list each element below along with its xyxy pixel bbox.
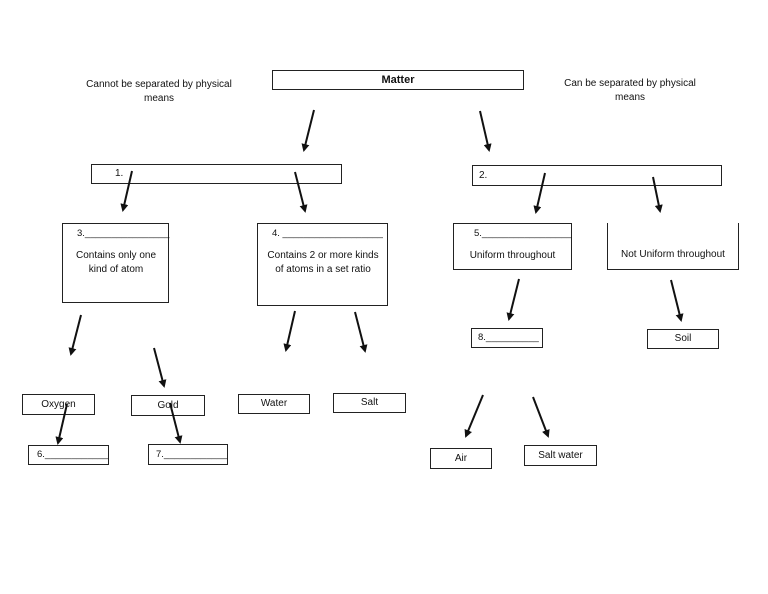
air-box: Air [430,448,492,469]
salt-water-label: Salt water [538,450,583,461]
node-5-label: 5._________________ [474,228,572,239]
node-5-desc: Uniform throughout [469,250,556,261]
arrow-matter-to-2 [479,110,492,152]
node-4-label: 4. ___________________ [272,228,383,239]
node-3-desc: Contains only one kind of atom [75,250,157,275]
blank-box-8: 8.__________ [471,328,543,348]
blank-label-6: 6.____________ [37,449,109,460]
water-box: Water [238,394,310,414]
gold-box: Gold [131,395,205,416]
salt-label: Salt [360,397,379,408]
arrow-8-to-air [464,394,484,438]
matter-title: Matter [381,74,415,86]
salt-box: Salt [333,393,406,413]
blank-label-1: 1. [115,168,124,179]
oxygen-box: Oxygen [22,394,95,415]
note-cannot-separate: Cannot be separated by physical means [86,79,232,104]
blank-label-8: 8.__________ [478,332,539,343]
arrow-8-to-saltwater [532,396,550,438]
arrow-4-to-salt [354,311,368,353]
arrow-3-to-gold [153,347,167,388]
air-label: Air [454,453,468,464]
blank-box-2: 2. [472,165,722,186]
arrow-5-to-8 [506,278,520,321]
soil-label: Soil [674,333,692,344]
arrow-4-to-water [283,310,296,352]
water-label: Water [260,398,288,409]
oxygen-label: Oxygen [41,399,76,410]
not-uniform-box: Not Uniform throughout [607,223,739,270]
node-4-desc: Contains 2 or more kinds of atoms in a s… [267,250,379,275]
salt-water-box: Salt water [524,445,597,466]
arrow-matter-to-1 [301,109,315,152]
blank-box-6: 6.____________ [28,445,109,465]
note-can-separate: Can be separated by physical means [564,78,696,103]
matter-box: Matter [272,70,524,90]
node-4-box: 4. ___________________ Contains 2 or mor… [257,223,388,306]
blank-label-7: 7.____________ [156,449,228,460]
blank-box-1: 1. [91,164,342,184]
arrow-notuniform-to-soil [670,279,684,322]
node-5-box: 5._________________ Uniform throughout [453,223,572,270]
blank-label-2: 2. [479,170,488,181]
arrow-3-to-oxygen [68,314,82,356]
node-3-box: 3.________________ Contains only one kin… [62,223,169,303]
node-3-label: 3.________________ [77,228,170,239]
gold-label: Gold [157,400,179,411]
not-uniform-label: Not Uniform throughout [621,249,725,260]
soil-box: Soil [647,329,719,349]
blank-box-7: 7.____________ [148,444,228,465]
